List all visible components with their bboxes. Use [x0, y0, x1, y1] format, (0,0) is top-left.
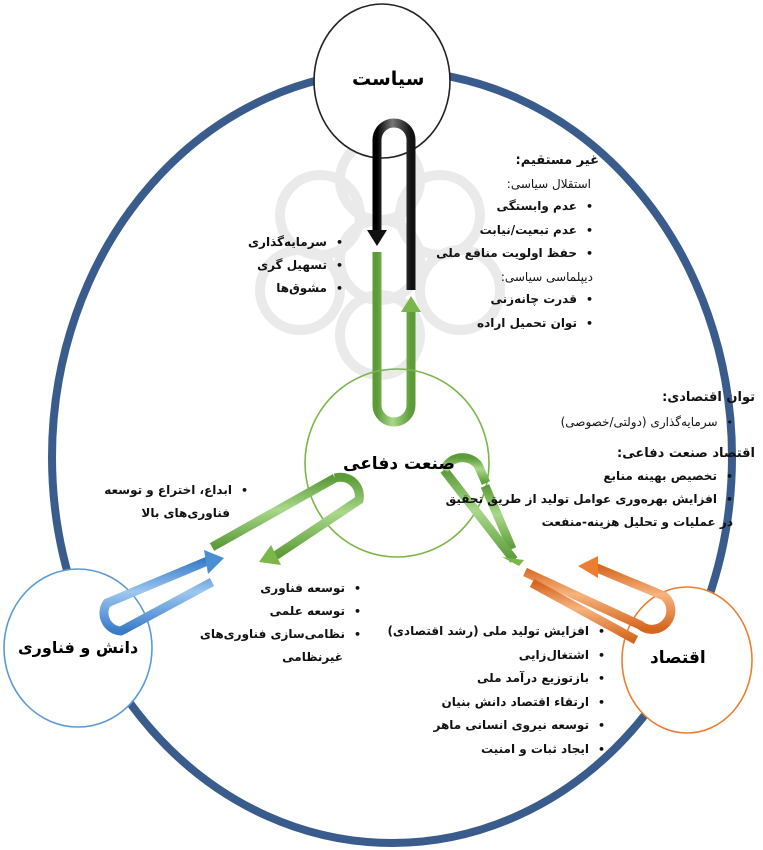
economic-power-block: توان اقتصادی: سرمایه‌گذاری (دولتی/خصوصی)	[561, 386, 755, 435]
defense-industry-circle	[304, 368, 490, 558]
list-item: توسعه نیروی انسانی ماهر	[387, 714, 605, 738]
list-item: توسعه علمی	[200, 600, 361, 623]
political-independence-title: استقلال سیاسی:	[506, 176, 591, 191]
indirect-effects-block: غیر مستقیم: استقلال سیاسی: عدم وابستگی ع…	[436, 150, 599, 335]
industry-science-arrow	[99, 472, 364, 636]
indirect-heading: غیر مستقیم:	[515, 153, 599, 168]
list-item-continuation: در عملیات و تحلیل هزینه-منفعت	[541, 515, 733, 529]
list-item: سرمایه‌گذاری	[248, 231, 343, 254]
list-item: مشوق‌ها	[248, 277, 343, 300]
industry-to-science-list: توسعه فناوری توسعه علمی نظامی‌سازی فناور…	[200, 577, 361, 669]
science-tech-title: دانش و فناوری	[18, 638, 139, 657]
defense-economics-block: اقتصاد صنعت دفاعی: تخصیص بهینه منابع افز…	[446, 442, 755, 534]
list-item: تخصیص بهینه منابع	[446, 465, 755, 488]
list-item-continuation: فناوری‌های بالا	[141, 506, 230, 520]
list-item-continuation: غیرنظامی	[282, 650, 343, 664]
industry-to-economy-list: افزایش تولید ملی (رشد اقتصادی) اشتغال‌زا…	[387, 620, 605, 761]
list-item: افزایش بهره‌وری عوامل تولید از طریق تحقی…	[446, 488, 755, 511]
defense-economics-title: اقتصاد صنعت دفاعی:	[617, 446, 755, 461]
list-item: توسعه فناوری	[200, 577, 361, 600]
politics-circle	[313, 3, 451, 159]
politics-industry-arrow	[367, 118, 421, 427]
economy-circle	[621, 586, 753, 734]
list-item: عدم تبعیت/نیابت	[436, 219, 599, 243]
list-item: توان تحمیل اراده	[436, 312, 599, 336]
politics-title: سیاست	[352, 68, 425, 90]
list-item: ارتقاء اقتصاد دانش بنیان	[387, 691, 605, 715]
list-item: بازتوزیع درآمد ملی	[387, 667, 605, 691]
list-item: عدم وابستگی	[436, 195, 599, 219]
politics-to-industry-list: سرمایه‌گذاری تسهیل گری مشوق‌ها	[248, 231, 343, 300]
science-tech-circle	[3, 568, 153, 728]
list-item: سرمایه‌گذاری (دولتی/خصوصی)	[561, 410, 755, 435]
science-to-industry-list: ابداع، اختراع و توسعه فناوری‌های بالا	[104, 479, 248, 524]
economy-title: اقتصاد	[650, 648, 706, 668]
list-item: حفظ اولویت منافع ملی	[436, 242, 599, 266]
list-item: تسهیل گری	[248, 254, 343, 277]
list-item: قدرت چانه‌زنی	[436, 288, 599, 312]
list-item: ایجاد ثبات و امنیت	[387, 738, 605, 762]
list-item: افزایش تولید ملی (رشد اقتصادی)	[387, 620, 605, 644]
list-item: نظامی‌سازی فناوری‌های	[200, 623, 361, 646]
defense-industry-title: صنعت دفاعی	[343, 454, 455, 474]
list-item: اشتغال‌زایی	[387, 644, 605, 668]
economic-power-title: توان اقتصادی:	[662, 390, 755, 405]
list-item: ابداع، اختراع و توسعه	[104, 479, 248, 502]
political-diplomacy-title: دیپلماسی سیاسی:	[500, 269, 593, 284]
